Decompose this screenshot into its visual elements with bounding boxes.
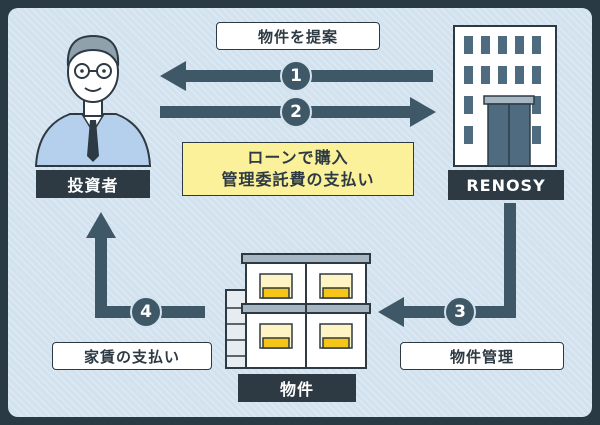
property-label: 物件 <box>238 374 356 402</box>
investor-label: 投資者 <box>36 170 150 198</box>
office-building-icon <box>453 25 557 167</box>
step-2-badge: 2 <box>280 96 312 128</box>
diagram-art <box>34 25 557 369</box>
step-4-badge: 4 <box>130 296 162 328</box>
step-3-label: 物件管理 <box>400 342 564 370</box>
step-2-label-line1: ローンで購入 <box>247 148 349 167</box>
businessman-icon <box>34 34 152 167</box>
step-3-badge: 3 <box>444 296 476 328</box>
step-1-label: 物件を提案 <box>216 22 380 50</box>
step-1-badge: 1 <box>280 60 312 92</box>
company-label: RENOSY <box>448 170 564 200</box>
apartment-building-icon <box>225 253 371 369</box>
step-4-label: 家賃の支払い <box>52 342 212 370</box>
step-2-label-line2: 管理委託費の支払い <box>221 170 375 189</box>
diagram-frame: 投資者 RENOSY 物件 物件を提案 ローンで購入 管理委託費の支払い 物件管… <box>8 8 592 417</box>
step-2-label: ローンで購入 管理委託費の支払い <box>182 142 414 196</box>
arrow-3 <box>378 203 516 327</box>
